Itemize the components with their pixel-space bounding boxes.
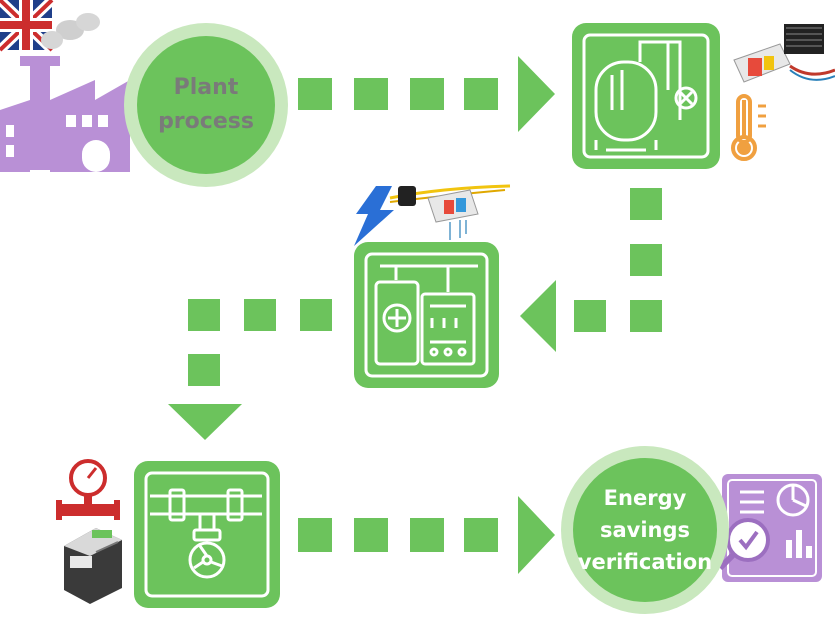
generator-node [354, 242, 499, 388]
current-clamp-sensor-icon [389, 184, 511, 240]
thermometer-icon [731, 94, 766, 161]
report-analysis-icon [717, 474, 822, 582]
boiler-node [572, 23, 720, 169]
flow-arrow-1 [298, 56, 555, 132]
energy-savings-node [561, 446, 729, 614]
flow-arrow-3 [168, 299, 332, 440]
factory-icon [0, 13, 130, 172]
plant-process-node [124, 23, 288, 187]
generator-icon [374, 264, 478, 366]
plant-process-label: Plant process [158, 75, 254, 134]
pressure-gauge-icon [56, 459, 120, 520]
flow-arrow-4 [298, 496, 555, 574]
boiler-icon [594, 40, 698, 152]
temperature-sensor-icon [733, 24, 835, 83]
flow-arrow-2 [520, 188, 662, 352]
pipe-flow-meter-icon [150, 488, 262, 579]
pipe-flow-meter-node [134, 461, 280, 608]
data-logger-icon [64, 528, 122, 604]
lightning-icon [354, 186, 394, 246]
energy-savings-label: Energy savings verification [577, 486, 713, 574]
